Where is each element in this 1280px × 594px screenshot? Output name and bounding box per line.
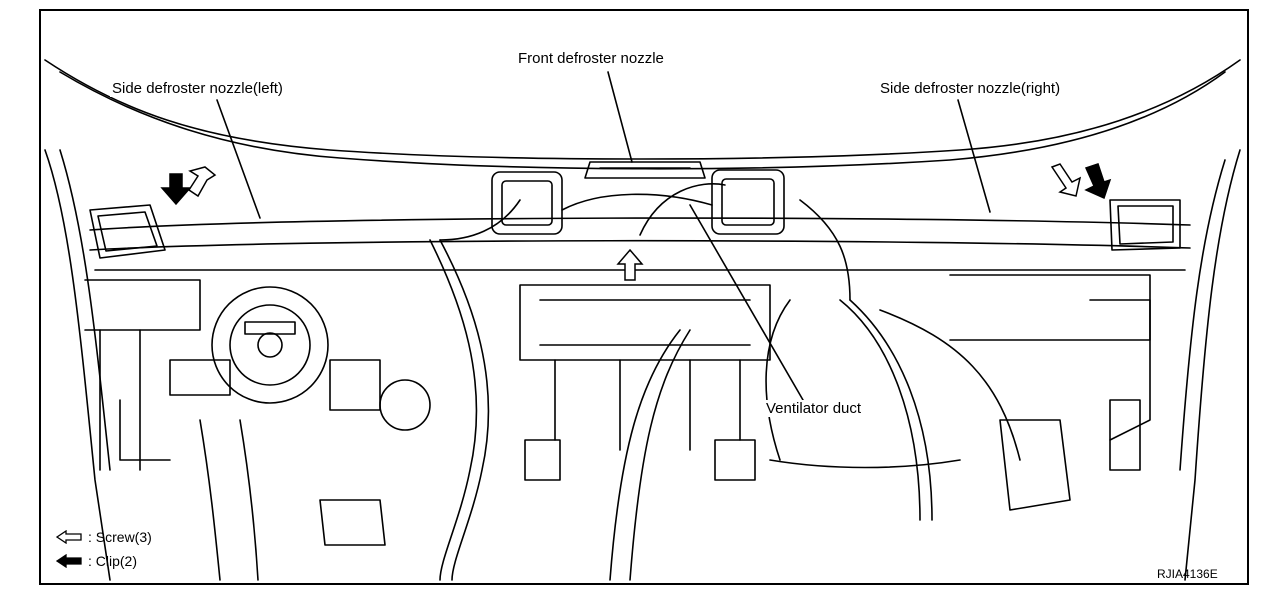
windshield-outline [44,59,1241,160]
solid-arrow-icon [56,554,82,568]
callout-ventilator-duct: Ventilator duct [764,400,864,417]
callout-side-defroster-left: Side defroster nozzle(left) [110,80,285,97]
clip-arrow-right [1084,163,1112,200]
legend-clip-text: : Clip(2) [88,553,138,569]
legend-screw-text: : Screw(3) [88,529,152,545]
steering-column [211,286,329,404]
legend-screw: : Screw(3) [56,529,152,545]
ventilator-duct-left [491,171,563,235]
figure-code: RJIA4136E [1157,567,1218,581]
front-defroster-nozzle [584,161,706,179]
clip-arrow-left [160,173,192,206]
legend-clip: : Clip(2) [56,553,137,569]
screw-arrow-right [1050,163,1082,197]
side-defroster-left-nozzle [89,204,166,259]
callout-side-defroster-right: Side defroster nozzle(right) [878,80,1063,97]
diagram-frame [39,9,1249,585]
hollow-arrow-icon [56,530,82,544]
callout-front-defroster: Front defroster nozzle [516,50,666,67]
side-defroster-right-nozzle [1109,199,1181,251]
ventilator-duct-right [711,169,785,235]
screw-arrow-center [616,248,644,281]
screw-arrow-left [187,166,217,198]
